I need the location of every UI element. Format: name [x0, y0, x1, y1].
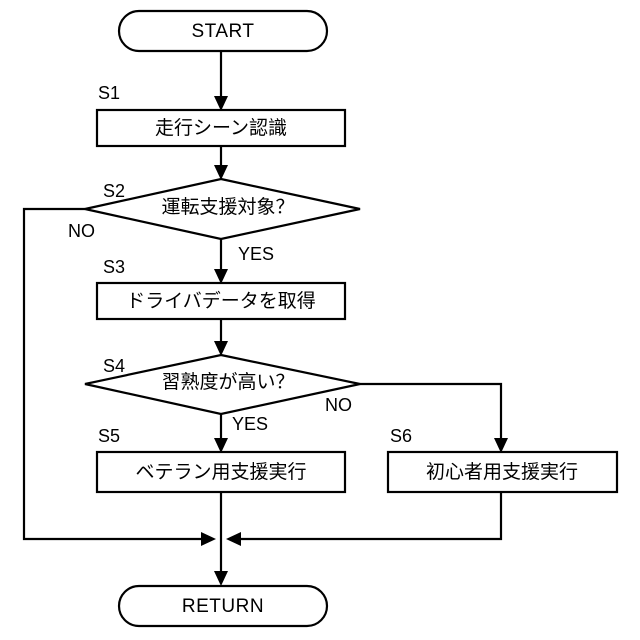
start-terminator-label: START [191, 21, 254, 42]
step-label-s4: S4 [103, 356, 125, 376]
arrow-head-down [494, 438, 508, 453]
return-terminator: RETURN [117, 584, 329, 628]
connector-s1-to-s2 [214, 146, 228, 180]
arrow-head-down [214, 269, 228, 284]
node-s3-shape [95, 281, 347, 321]
connector-s3-to-s4 [214, 319, 228, 356]
step-label-s2: S2 [103, 181, 125, 201]
branch-label-s2-yes: YES [238, 244, 274, 264]
connector-s2-no-loop: NO [22, 207, 216, 546]
node-s3: S3 ドライバデータを取得 [95, 257, 347, 321]
node-s2-text: 運転支援対象？ [161, 196, 294, 218]
connector-s2-yes-to-s3: YES [214, 239, 274, 284]
arrow-head-left [226, 532, 241, 546]
node-s6-shape [386, 450, 619, 494]
branch-label-s4-yes: YES [232, 414, 268, 434]
arrow-head-down [214, 438, 228, 453]
connector-line [236, 492, 503, 541]
step-label-s5: S5 [98, 426, 120, 446]
connector-s4-no-to-s6: NO [325, 382, 508, 453]
return-terminator-shape [117, 584, 329, 628]
arrow-head-down [214, 165, 228, 180]
step-label-s6: S6 [390, 426, 412, 446]
arrow-head-down [214, 571, 228, 586]
step-label-s1: S1 [98, 83, 120, 103]
node-s1: S1 走行シーン認識 [95, 83, 347, 148]
arrow-head-down [214, 96, 228, 111]
connector-line [22, 207, 206, 541]
connector-s5-to-return [214, 492, 228, 586]
connector-line [360, 382, 503, 445]
start-terminator-shape [117, 9, 329, 53]
node-s5-shape [95, 450, 347, 494]
return-terminator-label: RETURN [182, 596, 264, 617]
arrow-head-right [201, 532, 216, 546]
node-s6: S6 初心者用支援実行 [386, 426, 619, 494]
arrow-head-down [214, 341, 228, 356]
node-s2: S2 運転支援対象？ [84, 177, 361, 241]
node-s1-text: 走行シーン認識 [155, 117, 287, 139]
node-s4: S4 習熟度が高い？ [84, 353, 361, 416]
step-label-s3: S3 [103, 257, 125, 277]
connector-start-to-s1 [214, 51, 228, 111]
connector-s6-to-merge [226, 492, 503, 546]
connector-s4-yes-to-s5: YES [214, 414, 268, 453]
branch-label-s4-no: NO [325, 395, 352, 415]
start-terminator: START [117, 9, 329, 53]
node-s6-text: 初心者用支援実行 [426, 461, 578, 483]
node-s5: S5 ベテラン用支援実行 [95, 426, 347, 494]
node-s5-text: ベテラン用支援実行 [135, 461, 306, 483]
node-s3-text: ドライバデータを取得 [126, 290, 316, 312]
branch-label-s2-no: NO [68, 221, 95, 241]
node-s4-text: 習熟度が高い？ [161, 371, 294, 393]
